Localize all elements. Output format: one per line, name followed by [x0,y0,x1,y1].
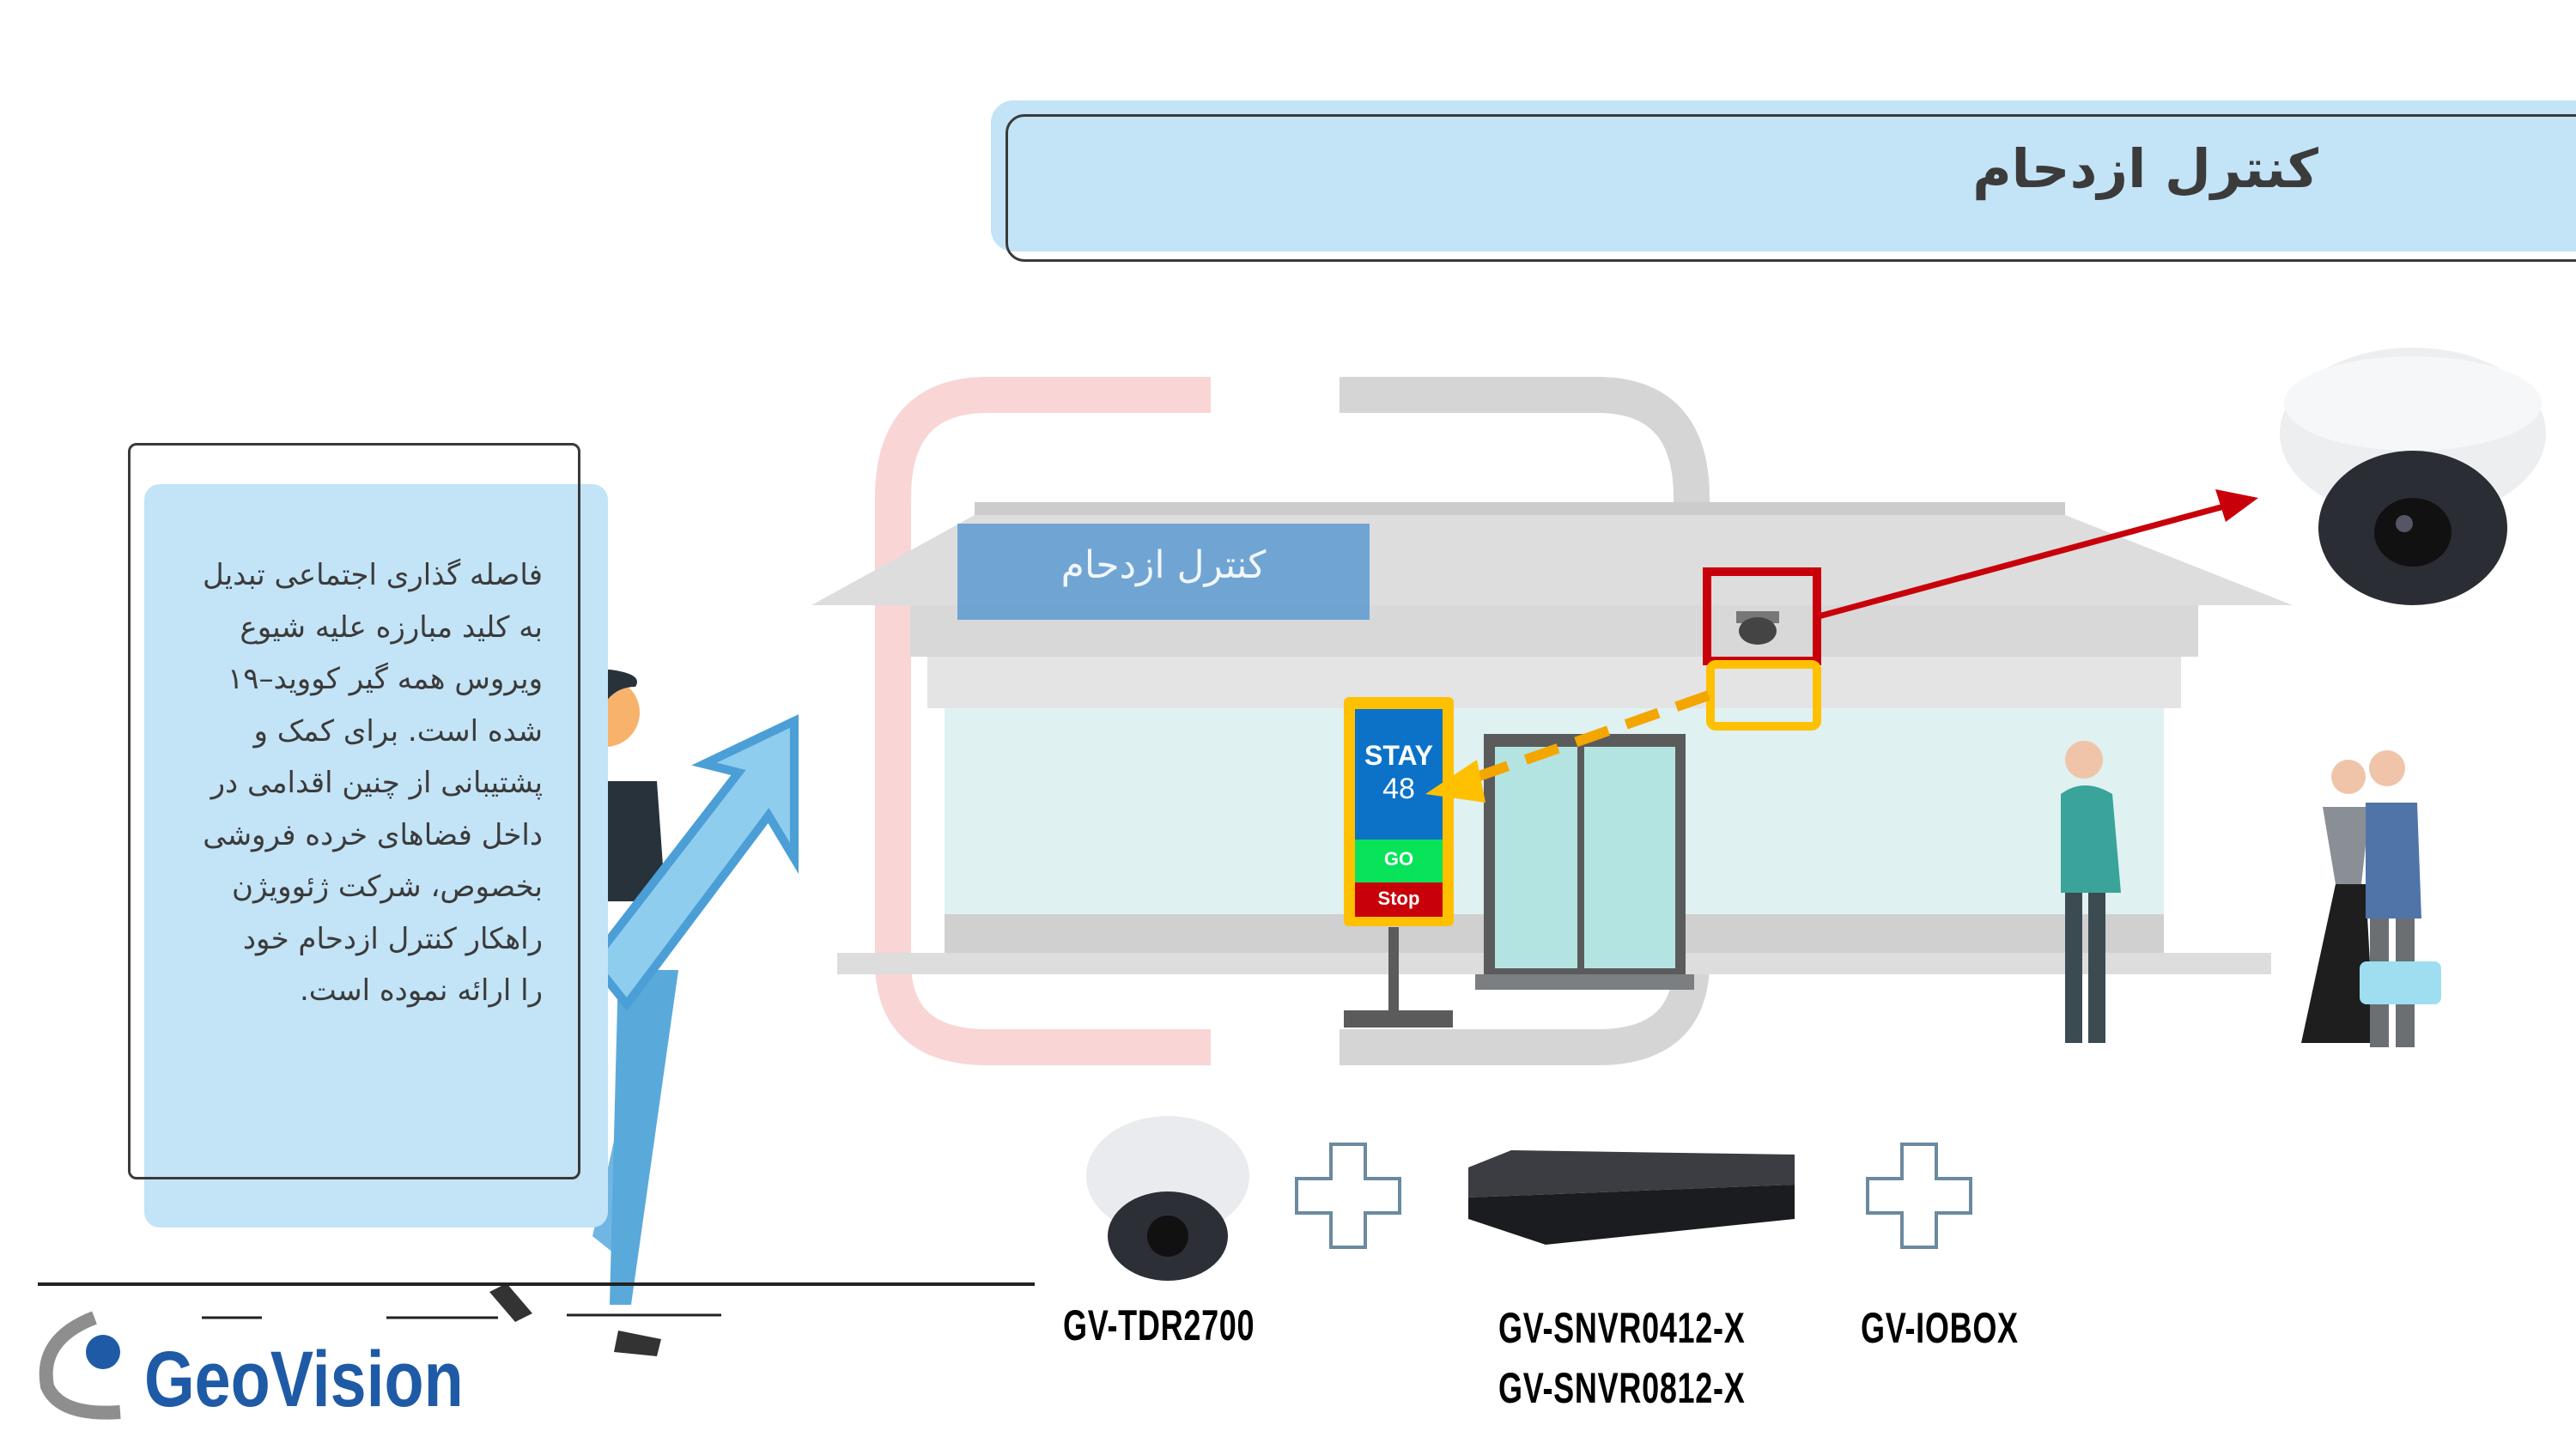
ceiling-camera-icon [1736,611,1779,645]
product-nvr [1468,1150,1795,1245]
store-door [1475,734,1694,990]
dome-camera-large [2280,348,2546,605]
store-sign-text: کنترل ازدحام [1060,543,1267,587]
description-frame [128,443,580,1179]
product-label: GV-IOBOX [1861,1304,2019,1352]
description-text: فاصله گذاری اجتماعی تبدیل به کلید مبارزه… [155,549,543,1017]
display-count: 48 [1382,773,1415,805]
person-with-mask [2061,741,2121,1043]
description-line: فاصله گذاری اجتماعی تبدیل [202,558,543,592]
description-line: به کلید مبارزه علیه شیوع [240,609,543,645]
crowd-display-sign [1344,697,1454,1028]
description-line: راهکار کنترل ازدحام خود [242,921,543,956]
display-stop: Stop [1377,888,1420,909]
product-label: GV-SNVR0812-X [1498,1364,1746,1412]
sensor-highlight-box [1706,660,1821,731]
geovision-logo-icon [39,1311,121,1420]
display-go: GO [1383,848,1414,870]
description-line: پشتیبانی از چنین اقدامی در [210,766,543,800]
couple-with-basket [2301,750,2441,1047]
title-banner-frame [1005,114,2576,262]
description-line: ویروس همه گیر کووید–۱۹ [227,662,543,696]
display-stay: STAY [1364,740,1434,771]
store-sign-board [957,524,1370,620]
description-line: را ارائه نموده است. [299,973,543,1008]
plus-icon [1866,1143,1972,1249]
title-banner-background [991,100,2576,252]
product-label: GV-TDR2700 [1063,1301,1255,1349]
description-line: داخل فضاهای خرده فروشی [203,817,543,852]
product-label: GV-SNVR0412-X [1498,1304,1746,1352]
product-dome-camera [1086,1116,1249,1281]
description-line: بخصوص، شرکت ژئوویژن [231,870,543,904]
page-title: کنترل ازدحام [1972,137,2318,200]
description-background [144,484,608,1228]
description-line: شده است. برای کمک و [253,713,543,749]
plus-icon [1295,1143,1401,1249]
brand-logo-text: GeoVision [144,1336,464,1423]
